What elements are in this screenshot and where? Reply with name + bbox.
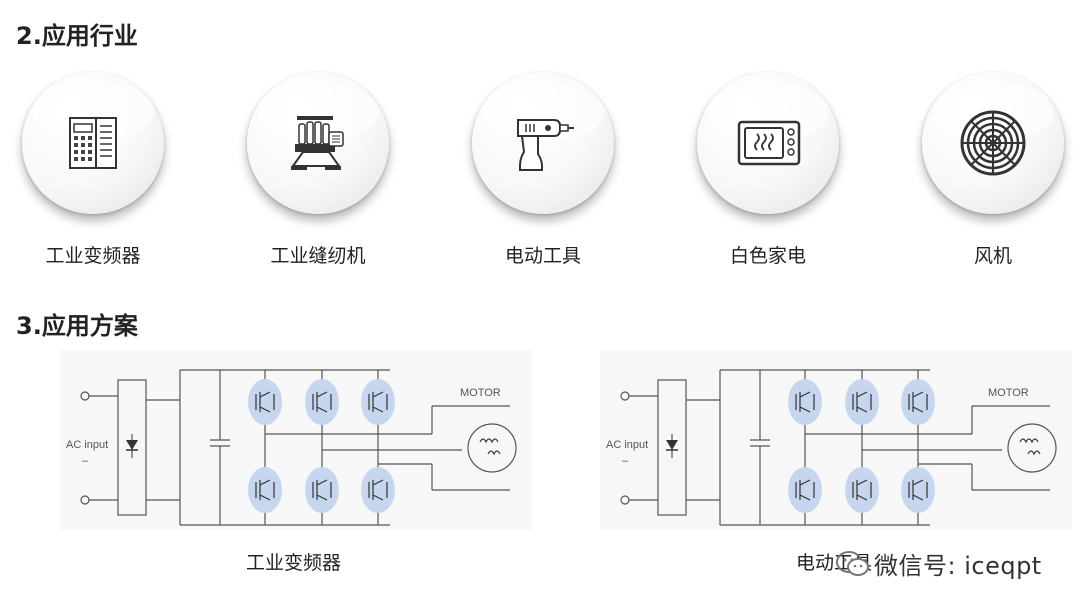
icon-circle <box>922 72 1064 214</box>
industry-label: 工业缝纫机 <box>270 245 366 267</box>
power-tool-circuit-schematic: MOTOR AC input – <box>600 350 1072 530</box>
icon-circle <box>697 72 839 214</box>
industry-item: 工业缝纫机 <box>243 68 393 268</box>
industry-label: 白色家电 <box>729 245 806 267</box>
section-heading-industries: 2.应用行业 <box>16 22 138 50</box>
icon-circle <box>247 72 389 214</box>
sewing-machine-icon <box>291 116 344 170</box>
industry-label: 风机 <box>973 245 1012 267</box>
inverter-cabinet-icon <box>69 117 117 169</box>
microwave-icon <box>737 120 801 166</box>
icon-circle <box>22 72 164 214</box>
circuit-diagram: MOTOR AC input – 电动工具 <box>600 350 1072 574</box>
fan-icon <box>960 110 1026 176</box>
icon-circle <box>472 72 614 214</box>
power-drill-icon <box>517 119 574 171</box>
watermark: 微信号: iceqpt <box>836 546 1042 584</box>
svg-text:–: – <box>82 455 89 467</box>
industry-item: 风机 <box>918 68 1068 268</box>
watermark-text: 微信号: iceqpt <box>874 552 1042 580</box>
svg-text:–: – <box>622 455 629 467</box>
diagram-caption: 工业变频器 <box>246 552 342 574</box>
ac-input-label: AC input <box>66 439 108 451</box>
section-heading-solutions: 3.应用方案 <box>16 312 138 340</box>
industry-item: 电动工具 <box>468 68 618 268</box>
inverter-circuit-schematic: MOTOR AC input – <box>60 350 532 530</box>
motor-label: MOTOR <box>988 387 1029 399</box>
industry-label: 工业变频器 <box>45 245 141 267</box>
motor-label: MOTOR <box>460 387 501 399</box>
industry-item: 工业变频器 <box>18 68 168 268</box>
ac-input-label: AC input <box>606 439 648 451</box>
wechat-icon <box>836 550 870 584</box>
circuit-diagram: MOTOR AC input – 工业变频器 <box>60 350 532 574</box>
industry-label: 电动工具 <box>504 245 581 267</box>
industry-item: 白色家电 <box>693 68 843 268</box>
